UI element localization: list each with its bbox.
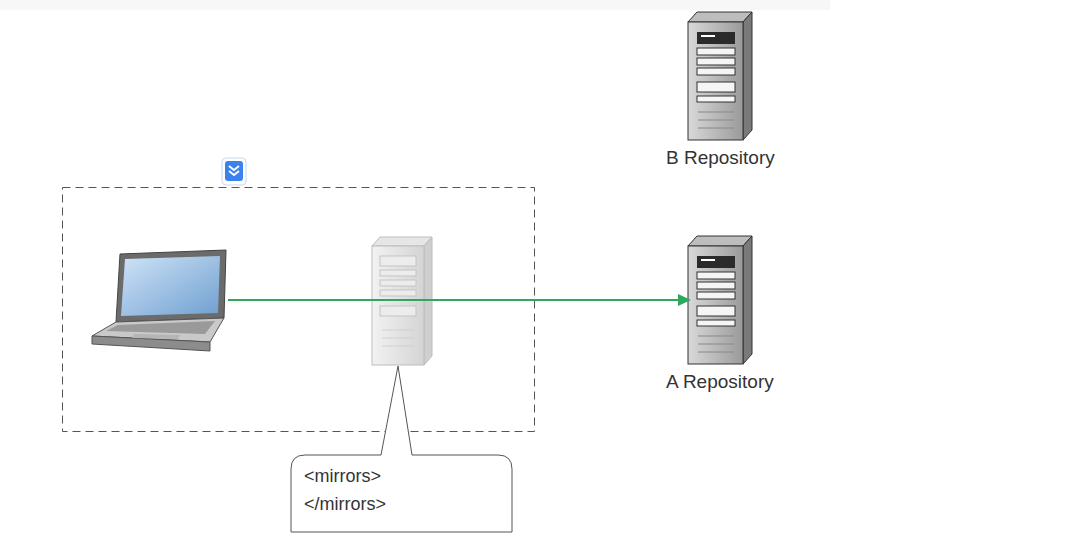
label-text: </mirrors> (304, 490, 386, 518)
callout-box: <mirrors></mirrors> (304, 462, 386, 518)
server-a (688, 236, 752, 364)
callout-bubble (291, 366, 512, 532)
repository-label: A Repository (666, 370, 774, 393)
laptop (92, 250, 226, 351)
label-text: <mirrors> (304, 462, 386, 490)
repository-label: B Repository (666, 146, 775, 169)
label-text: B Repository (666, 146, 775, 169)
top-strip (0, 0, 830, 10)
dashed-region (63, 188, 535, 432)
request-arrow (228, 294, 691, 306)
server-b (688, 12, 752, 140)
label-text: A Repository (666, 370, 774, 393)
expand-icon (222, 158, 246, 185)
